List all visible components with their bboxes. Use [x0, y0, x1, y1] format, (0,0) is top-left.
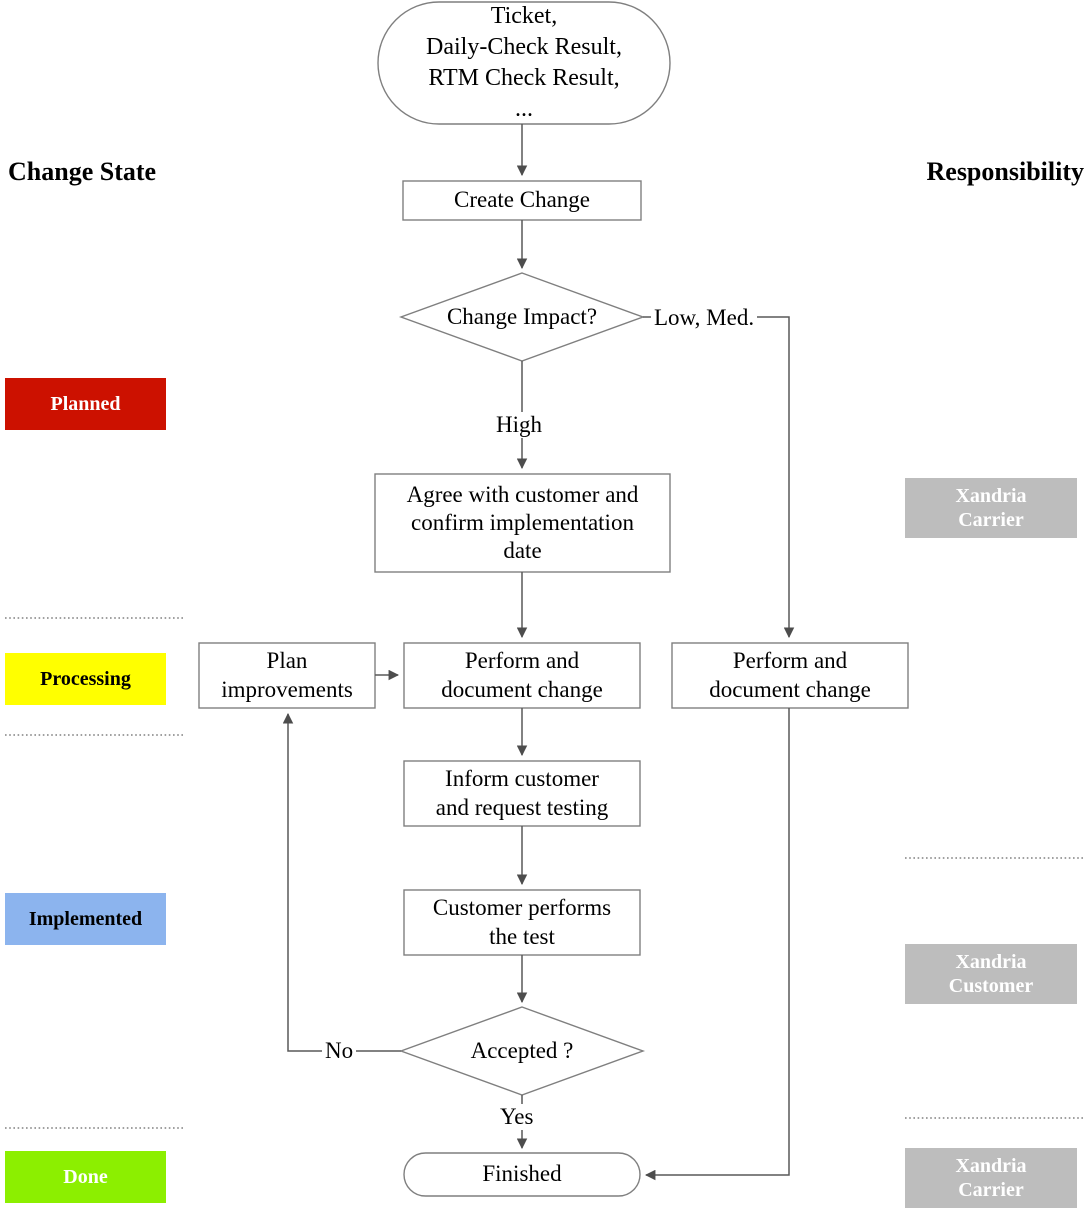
responsibility-line-2: Carrier — [958, 1179, 1024, 1201]
customer-performs-test-shape — [403, 889, 641, 956]
responsibility-badge-xandria-carrier-bottom[interactable]: Xandria Carrier — [905, 1148, 1077, 1208]
state-badge-implemented[interactable]: Implemented — [5, 893, 166, 945]
perform-document-right-shape — [671, 642, 909, 709]
responsibility-line-1: Xandria — [955, 484, 1027, 507]
inform-customer-shape — [403, 760, 641, 827]
plan-improvements-shape — [198, 642, 376, 709]
change-impact-shape — [398, 272, 646, 362]
responsibility-line-2: Carrier — [958, 509, 1024, 531]
state-badge-planned[interactable]: Planned — [5, 378, 166, 430]
start-terminator-shape — [377, 1, 671, 125]
responsibility-heading: Responsibility — [926, 157, 1085, 186]
edge-label-low-med: Low, Med. — [651, 305, 758, 331]
change-state-heading: Change State — [8, 157, 157, 186]
responsibility-badge-xandria-customer[interactable]: Xandria Customer — [905, 944, 1077, 1004]
responsibility-line-1: Xandria — [955, 1154, 1027, 1177]
finished-terminator-shape — [403, 1152, 641, 1197]
agree-with-customer-shape — [374, 473, 671, 573]
responsibility-line-2: Customer — [948, 975, 1034, 997]
edge-label-no: No — [322, 1038, 357, 1064]
state-badge-done[interactable]: Done — [5, 1151, 166, 1203]
responsibility-line-1: Xandria — [955, 950, 1027, 973]
edge-label-high: High — [493, 412, 545, 438]
create-change-shape — [402, 180, 642, 221]
responsibility-badge-xandria-carrier-top[interactable]: Xandria Carrier — [905, 478, 1077, 538]
edge-label-yes: Yes — [497, 1104, 537, 1130]
lane-dividers-left — [5, 617, 185, 1129]
lane-dividers-right — [905, 857, 1084, 1119]
accepted-shape — [398, 1006, 646, 1096]
edge-accepted-no-to-plan — [282, 712, 401, 1052]
edge-perform-right-to-finished — [644, 708, 790, 1181]
state-badge-processing[interactable]: Processing — [5, 653, 166, 705]
perform-document-left-shape — [403, 642, 641, 709]
